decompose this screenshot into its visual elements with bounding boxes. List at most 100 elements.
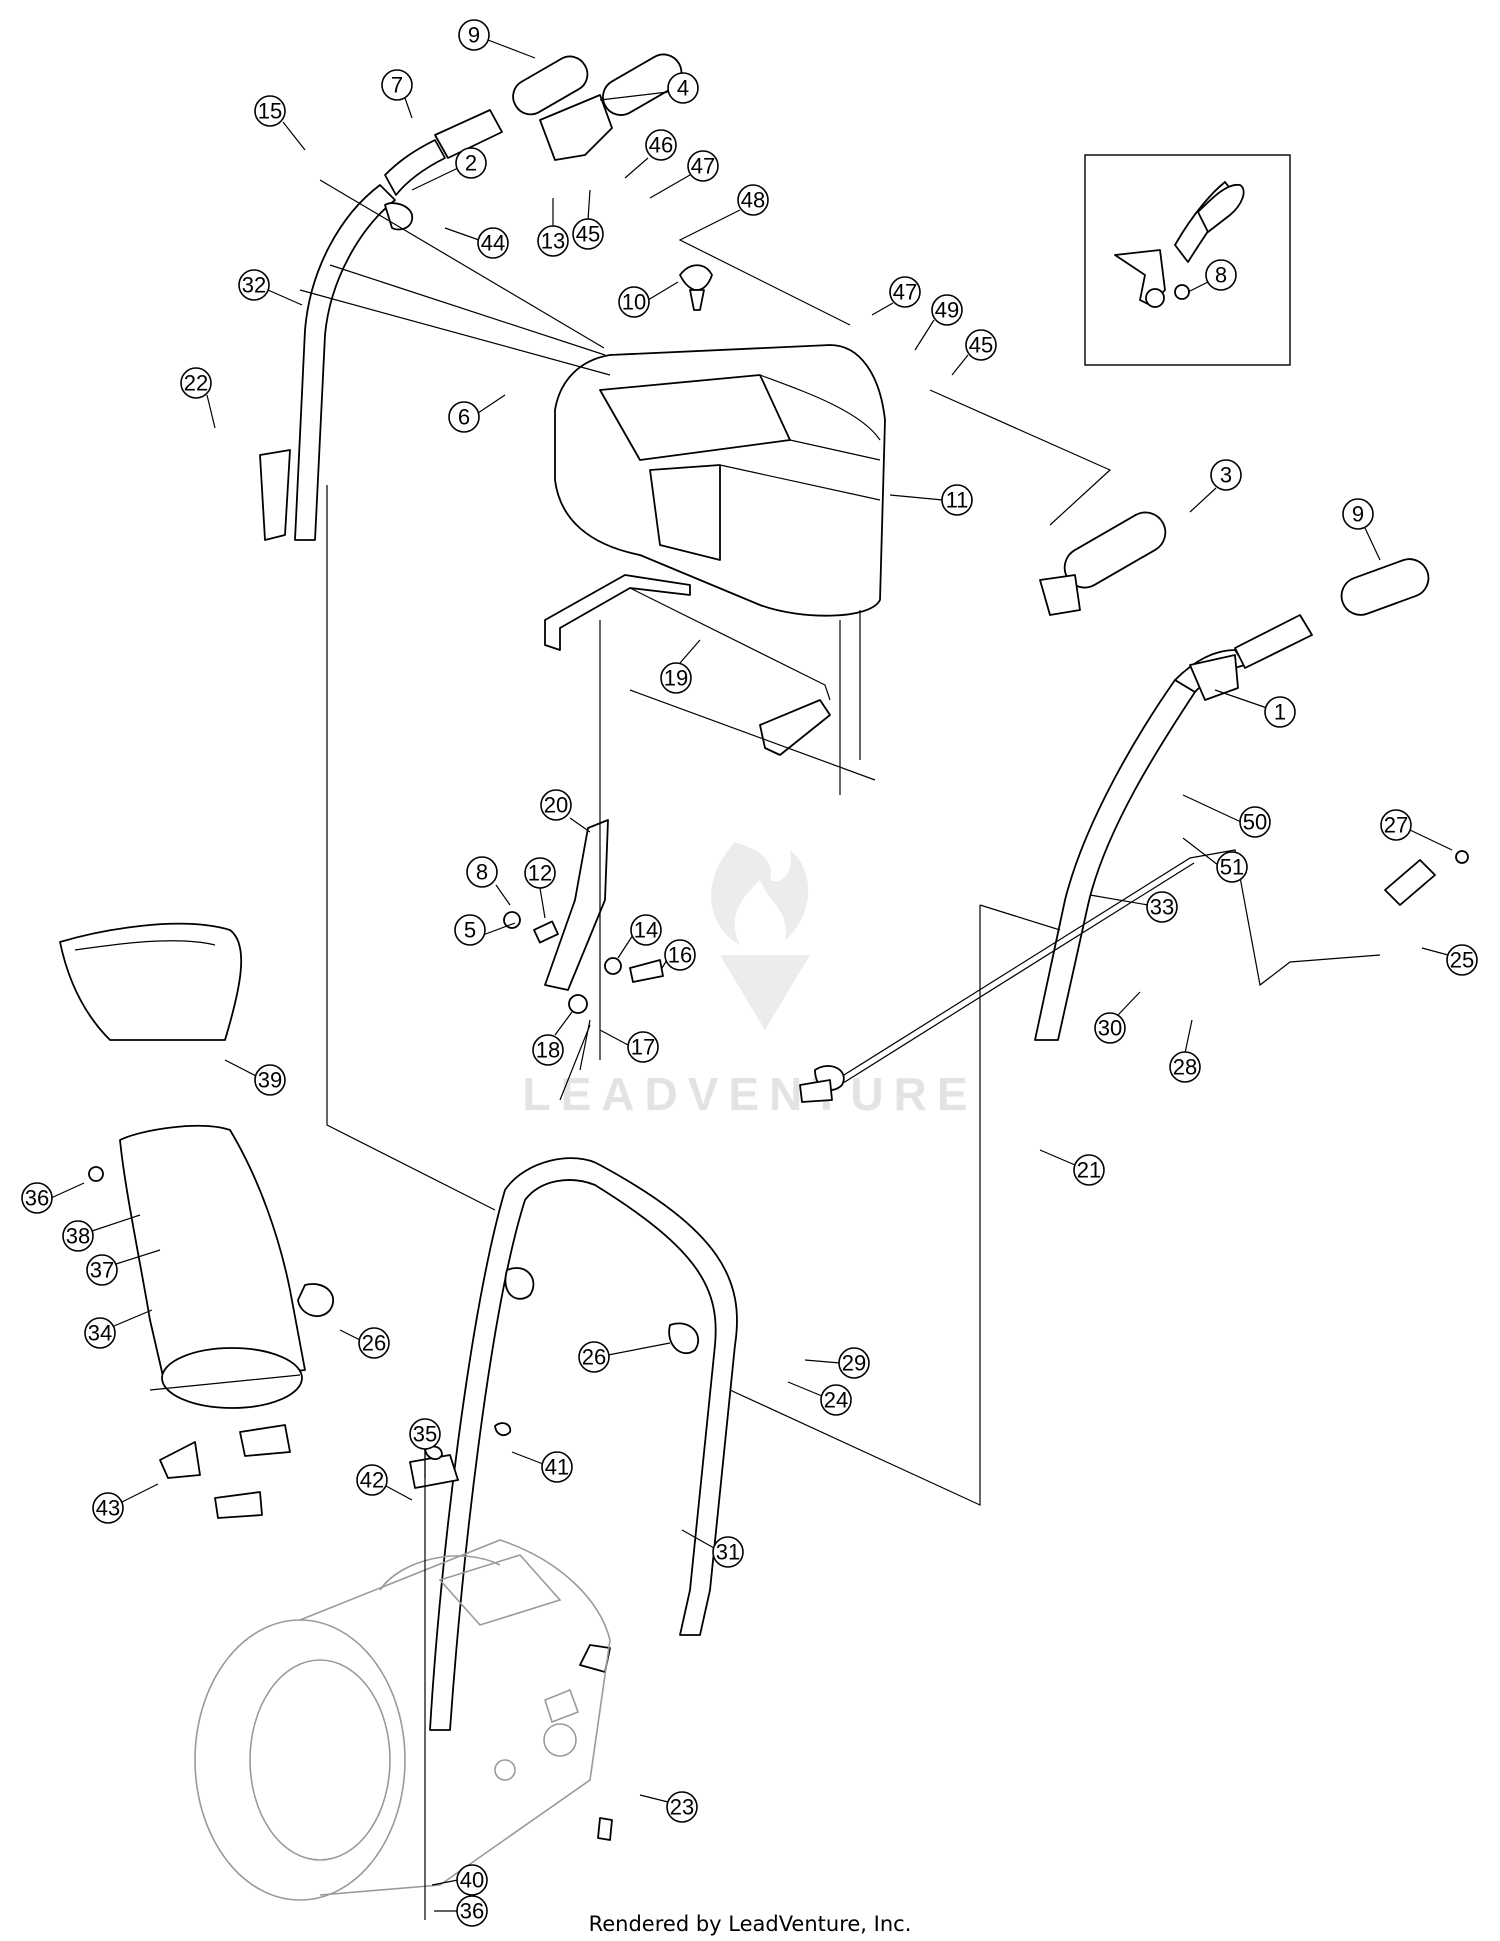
callout-30: 30 — [1094, 991, 1141, 1044]
callout-21: 21 — [1039, 1149, 1105, 1186]
callout-27: 27 — [1380, 809, 1453, 851]
callout-16: 16 — [661, 939, 696, 971]
footer-credit: Rendered by LeadVenture, Inc. — [588, 1912, 912, 1936]
svg-text:42: 42 — [360, 1468, 384, 1493]
callout-46: 46 — [624, 129, 677, 179]
callout-6: 6 — [448, 394, 506, 433]
callout-1: 1 — [1214, 689, 1296, 728]
svg-text:22: 22 — [184, 371, 208, 396]
svg-text:34: 34 — [88, 1321, 112, 1346]
callout-29: 29 — [804, 1347, 870, 1379]
callout-8: 8 — [466, 856, 511, 906]
svg-text:1: 1 — [1274, 700, 1286, 725]
auger-housing — [194, 1539, 611, 1901]
svg-text:31: 31 — [716, 1540, 740, 1565]
lower-handle — [409, 1157, 738, 1841]
svg-text:41: 41 — [545, 1455, 569, 1480]
svg-text:6: 6 — [458, 405, 470, 430]
callout-11: 11 — [889, 484, 973, 516]
svg-text:8: 8 — [476, 860, 488, 885]
svg-text:45: 45 — [576, 222, 600, 247]
svg-text:24: 24 — [824, 1388, 848, 1413]
callout-4: 4 — [599, 72, 699, 104]
svg-text:46: 46 — [649, 133, 673, 158]
callout-18: 18 — [532, 1011, 573, 1066]
callout-8-inset: 8 — [1187, 259, 1237, 293]
callout-36-bottom: 36 — [434, 1895, 488, 1927]
svg-text:47: 47 — [691, 154, 715, 179]
callouts: 1 2 3 4 5 6 7 8 8 9 9 10 11 12 13 14 15 … — [21, 19, 1478, 1927]
chute-control-bracket — [503, 819, 664, 1101]
svg-text:18: 18 — [536, 1038, 560, 1063]
callout-33: 33 — [1089, 891, 1178, 923]
callout-47-top: 47 — [649, 150, 719, 199]
svg-text:36: 36 — [460, 1899, 484, 1924]
svg-text:50: 50 — [1243, 810, 1267, 835]
callout-45-top: 45 — [572, 189, 604, 250]
dash-panel — [554, 264, 886, 617]
svg-text:19: 19 — [664, 666, 688, 691]
callout-37: 37 — [86, 1249, 161, 1286]
callout-22: 22 — [180, 367, 216, 429]
callout-43: 43 — [92, 1483, 159, 1524]
callout-13: 13 — [537, 198, 569, 257]
callout-17: 17 — [599, 1029, 659, 1063]
svg-text:36: 36 — [25, 1186, 49, 1211]
callout-19: 19 — [660, 639, 701, 694]
svg-text:35: 35 — [413, 1422, 437, 1447]
leadventure-watermark: LEADVENTURE — [522, 842, 977, 1120]
svg-text:14: 14 — [634, 918, 658, 943]
svg-text:10: 10 — [622, 290, 646, 315]
svg-text:8: 8 — [1215, 263, 1227, 288]
svg-text:38: 38 — [66, 1224, 90, 1249]
callout-7: 7 — [381, 69, 413, 119]
callout-26-handle: 26 — [578, 1341, 671, 1373]
callout-23: 23 — [639, 1791, 698, 1823]
callout-51: 51 — [1182, 837, 1248, 883]
callout-2: 2 — [411, 147, 487, 191]
watermark-text: LEADVENTURE — [522, 1068, 977, 1120]
callout-9-right: 9 — [1342, 498, 1381, 561]
svg-text:2: 2 — [465, 151, 477, 176]
callout-47-right: 47 — [871, 276, 921, 316]
callout-35: 35 — [409, 1418, 441, 1478]
tie-rod-bracket — [544, 574, 831, 756]
svg-text:9: 9 — [468, 23, 480, 48]
assembly-lines — [299, 179, 1112, 1920]
svg-text:12: 12 — [528, 861, 552, 886]
callout-15: 15 — [254, 95, 306, 151]
callout-50: 50 — [1182, 794, 1271, 838]
svg-text:30: 30 — [1098, 1016, 1122, 1041]
callout-3: 3 — [1189, 459, 1242, 513]
svg-text:23: 23 — [670, 1795, 694, 1820]
svg-text:11: 11 — [946, 488, 969, 513]
callout-14: 14 — [617, 914, 662, 959]
callout-25: 25 — [1421, 944, 1478, 976]
callout-40: 40 — [431, 1864, 488, 1896]
svg-text:4: 4 — [677, 76, 689, 101]
right-handle — [1034, 511, 1430, 1041]
svg-text:7: 7 — [391, 73, 403, 98]
svg-text:29: 29 — [842, 1351, 866, 1376]
svg-text:20: 20 — [544, 793, 568, 818]
callout-12: 12 — [524, 857, 556, 919]
svg-text:33: 33 — [1150, 895, 1174, 920]
svg-text:26: 26 — [582, 1345, 606, 1370]
callout-10: 10 — [618, 281, 679, 318]
svg-text:49: 49 — [935, 298, 959, 323]
callout-48: 48 — [678, 184, 851, 326]
callout-5: 5 — [454, 914, 516, 946]
svg-text:27: 27 — [1384, 813, 1408, 838]
svg-text:16: 16 — [668, 943, 692, 968]
callout-26-chute: 26 — [339, 1327, 390, 1359]
svg-text:17: 17 — [631, 1035, 655, 1060]
callout-36-chute: 36 — [21, 1182, 85, 1214]
svg-text:51: 51 — [1220, 855, 1244, 880]
svg-text:21: 21 — [1077, 1158, 1101, 1183]
callout-45-right: 45 — [951, 329, 997, 376]
callout-20: 20 — [540, 789, 591, 833]
svg-text:47: 47 — [893, 280, 917, 305]
callout-49: 49 — [914, 294, 963, 351]
svg-text:28: 28 — [1173, 1055, 1197, 1080]
